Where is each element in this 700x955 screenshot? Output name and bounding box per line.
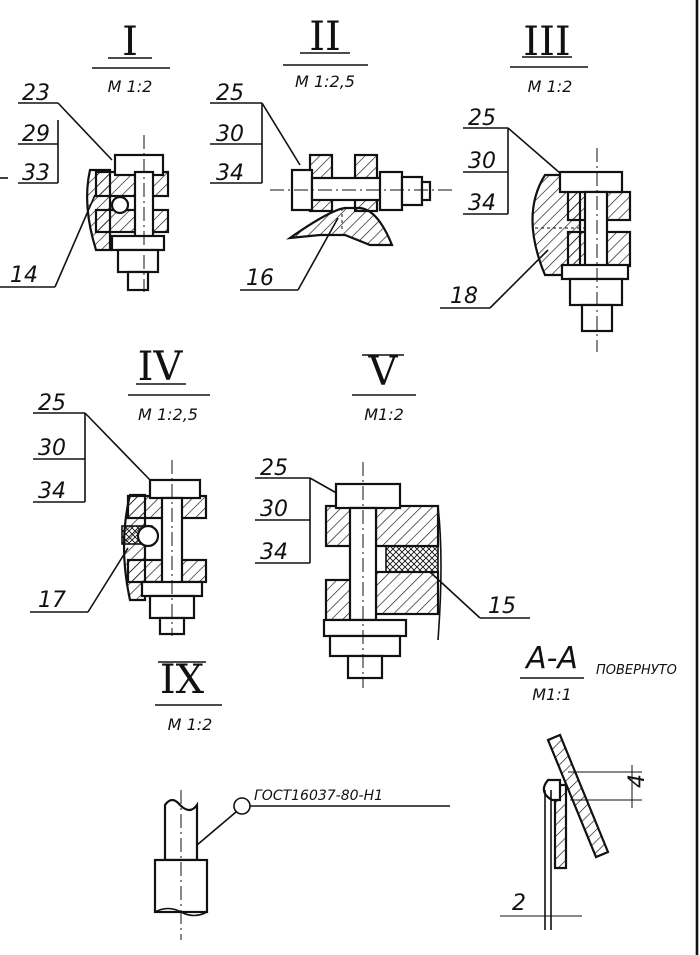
view-iv-bolt-assembly [121, 460, 208, 636]
view-iii-callout-table: 25 30 34 [463, 106, 569, 216]
view-iii-part-number: 18 [450, 284, 478, 309]
view-iii-part-leader: 18 [440, 249, 549, 309]
view-ii-part-number: 16 [246, 266, 274, 291]
view-v-numeral: V [368, 349, 399, 395]
view-i-scale: M 1:2 [108, 77, 153, 96]
section-dimension-vertical: 4 [625, 774, 650, 788]
section-scale: M1:1 [532, 685, 572, 704]
view-i-callout-1: 23 [22, 81, 50, 106]
section-a-a: A-A M1:1 ПОВЕРНУТО 4 2 [500, 641, 677, 930]
view-iii-scale: M 1:2 [528, 77, 573, 96]
section-rotated-note: ПОВЕРНУТО [596, 663, 677, 678]
view-iii: III M 1:2 25 30 34 [440, 19, 632, 352]
view-v-callout-2: 30 [260, 497, 288, 522]
view-iii-callout-2: 30 [468, 149, 496, 174]
view-ix-pipe-joint: ГОСТ16037-80-Н1 [153, 788, 450, 940]
view-i-callout-3: 33 [22, 161, 50, 186]
view-ii-callout-1: 25 [216, 81, 244, 106]
view-ii-callout-2: 30 [216, 122, 244, 147]
view-iv-callout-1: 25 [38, 391, 66, 416]
section-dimension-4: 4 [568, 765, 650, 808]
view-v-callout-table: 25 30 34 [255, 456, 341, 565]
view-i: I M 1:2 23 29 33 [0, 19, 170, 292]
view-iv-callout-table: 25 30 34 [33, 391, 151, 504]
view-ii-part-leader: 16 [240, 217, 339, 291]
view-iii-numeral: III [523, 19, 570, 65]
section-dimension-2: 2 [500, 891, 582, 917]
view-v-callout-3: 34 [260, 540, 288, 565]
view-ii-bolt-assembly [270, 153, 452, 247]
view-v-bolt-assembly [322, 462, 442, 688]
view-ix-numeral: IX [160, 657, 205, 703]
section-weld-detail [542, 733, 610, 930]
section-label: A-A [524, 641, 578, 676]
view-i-part-number: 14 [10, 263, 38, 288]
view-iv-callout-2: 30 [38, 436, 66, 461]
view-iv-callout-3: 34 [38, 479, 66, 504]
view-v-part-leader: 15 [429, 571, 530, 619]
view-ix: IX M 1:2 ГОСТ16037-80-Н1 [153, 657, 450, 940]
view-iv: IV M 1:2,5 25 30 34 [30, 344, 210, 636]
view-ii: II M 1:2,5 25 30 34 [210, 14, 452, 291]
view-i-callout-table: 23 29 33 [0, 81, 113, 186]
view-iv-scale: M 1:2,5 [138, 405, 198, 424]
view-i-bolt-assembly [86, 135, 170, 292]
view-ii-callout-3: 34 [216, 161, 244, 186]
view-ii-scale: M 1:2,5 [295, 72, 355, 91]
view-iv-numeral: IV [138, 344, 184, 390]
section-dimension-horizontal: 2 [512, 891, 526, 916]
view-i-part-leader: 14 [0, 194, 96, 288]
view-iii-callout-1: 25 [468, 106, 496, 131]
view-v-scale: M1:2 [364, 405, 404, 424]
view-ix-scale: M 1:2 [168, 715, 213, 734]
weld-standard-note: ГОСТ16037-80-Н1 [254, 788, 383, 804]
view-iii-callout-3: 34 [468, 191, 496, 216]
view-ii-callout-table: 25 30 34 [210, 81, 301, 186]
view-i-numeral: I [122, 19, 138, 65]
view-iv-part-leader: 17 [30, 547, 129, 613]
view-iii-bolt-assembly [531, 148, 632, 352]
view-v: V M1:2 25 30 34 [255, 349, 530, 688]
view-v-callout-1: 25 [260, 456, 288, 481]
view-iv-part-number: 17 [38, 588, 66, 613]
view-v-part-number: 15 [488, 594, 516, 619]
view-i-callout-2: 29 [22, 122, 50, 147]
